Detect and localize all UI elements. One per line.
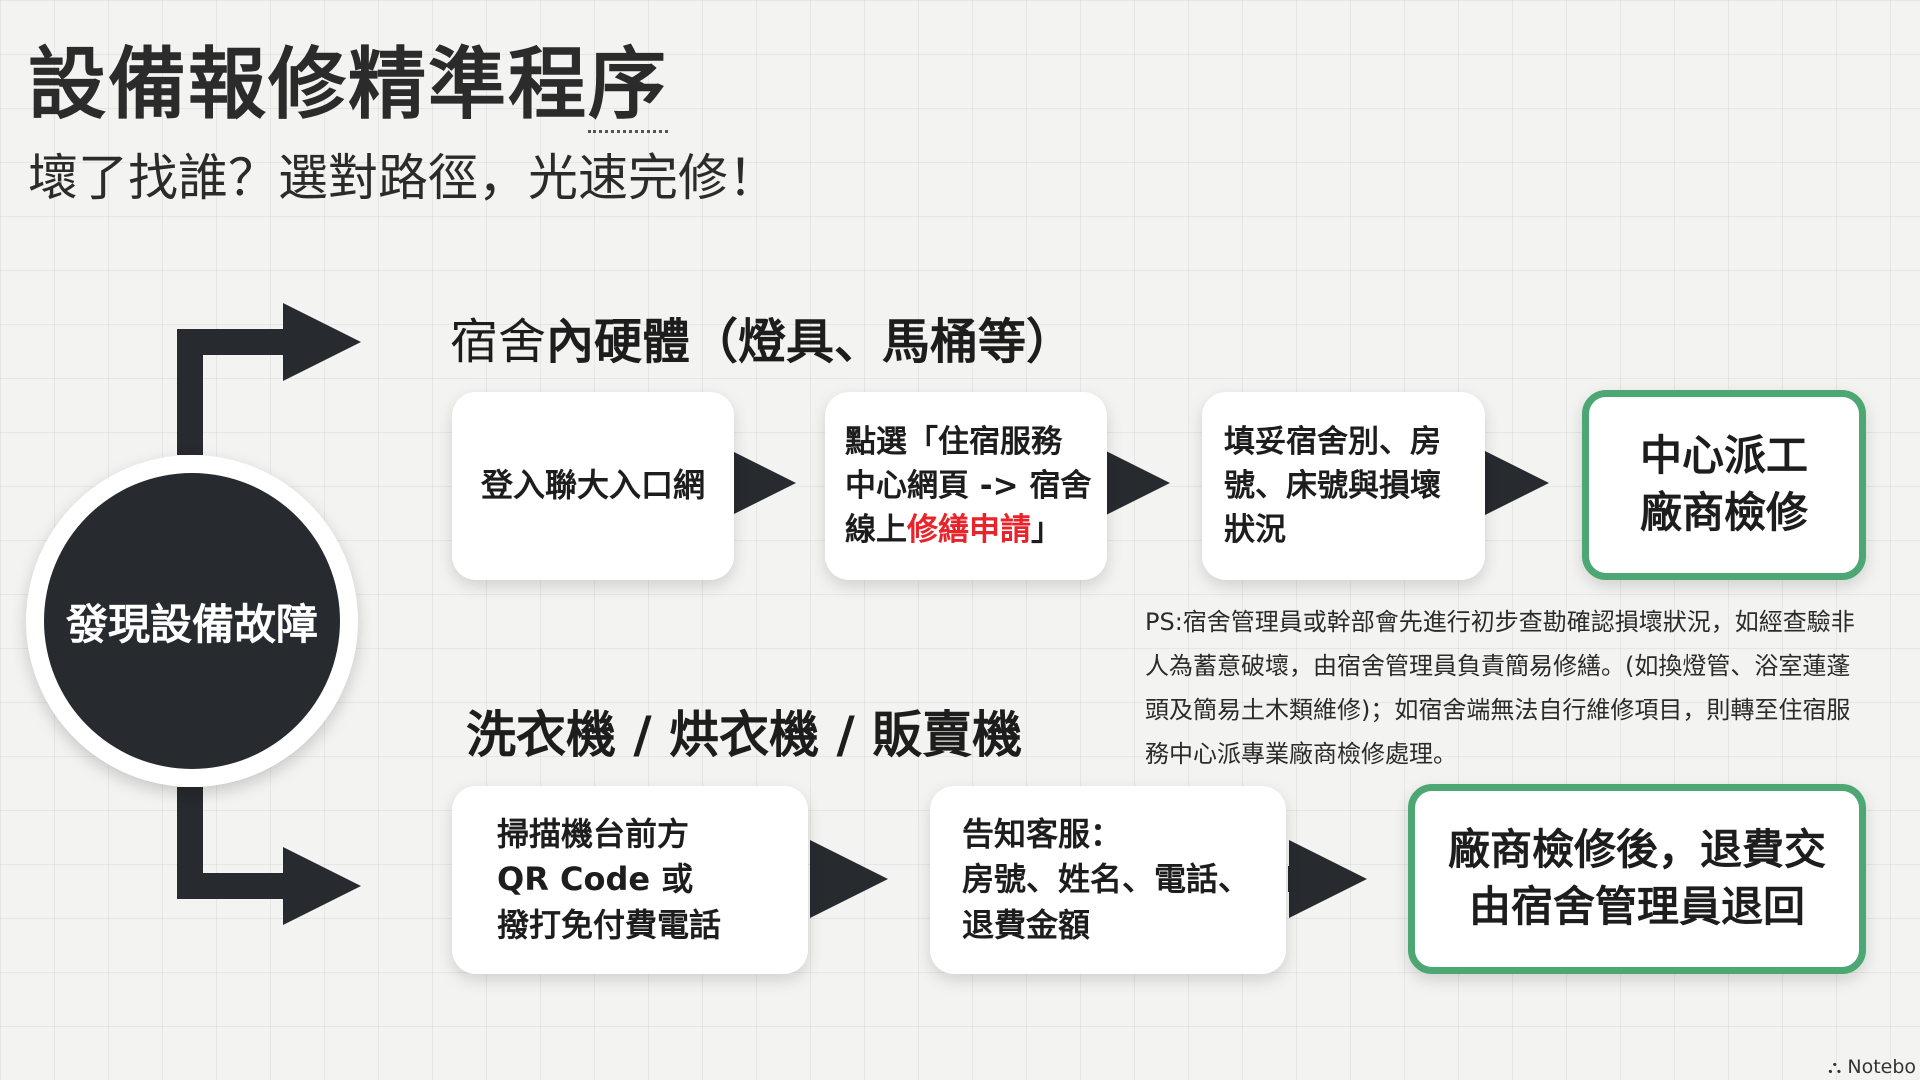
top-step-1-login: 登入聯大入口網 bbox=[452, 392, 734, 580]
branch-bottom-heading: 洗衣機 / 烘衣機 / 販賣機 bbox=[466, 706, 1023, 764]
bottom-step-3-refund: 廠商檢修後，退費交 由宿舍管理員退回 bbox=[1408, 784, 1866, 974]
top-step-2-select-repair: 點選「住宿服務 中心網頁 -> 宿舍 線上修繕申請」 bbox=[825, 392, 1107, 580]
brand-icon: ⛬ bbox=[1828, 1056, 1842, 1078]
top-step-4-dispatch: 中心派工 廠商檢修 bbox=[1582, 390, 1866, 580]
page-title: 設備報修精準程序 bbox=[28, 22, 669, 134]
branch-top-heading: 宿舍內硬體（燈具、馬桶等） bbox=[450, 314, 1075, 370]
branch-arrow-bottom bbox=[177, 787, 361, 925]
bottom-step-2-notify: 告知客服： 房號、姓名、電話、 退費金額 bbox=[930, 786, 1286, 974]
repair-request-highlight: 修繕申請 bbox=[907, 512, 1031, 548]
start-node: 發現設備故障 bbox=[44, 473, 340, 769]
brand-watermark: ⛬ Notebo bbox=[1828, 1056, 1917, 1078]
repair-note: PS:宿舍管理員或幹部會先進行初步查勘確認損壞狀況，如經查驗非 人為蓄意破壞，由… bbox=[1145, 608, 1855, 768]
bottom-step-1-scan: 掃描機台前方 QR Code 或 撥打免付費電話 bbox=[452, 786, 808, 974]
page-subtitle: 壞了找誰？選對路徑，光速完修！ bbox=[28, 149, 778, 207]
branch-arrow-top bbox=[177, 303, 361, 455]
title-last-char: 序 bbox=[588, 40, 669, 133]
top-step-3-fill-form: 填妥宿舍別、房 號、床號與損壞 狀況 bbox=[1202, 392, 1485, 580]
